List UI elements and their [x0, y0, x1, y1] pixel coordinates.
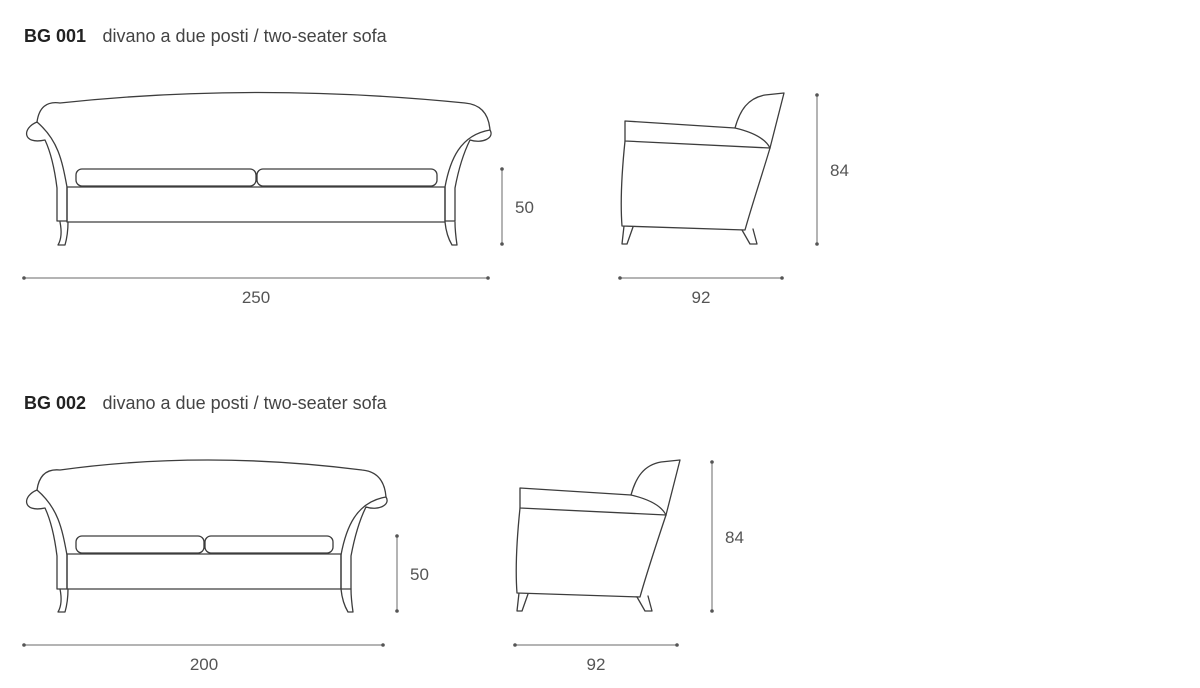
dim-height: 84 — [710, 460, 744, 613]
dim-seat-height: 50 — [500, 167, 534, 246]
left-arm — [26, 489, 68, 590]
height-label: 84 — [725, 528, 744, 547]
backrest-side — [630, 459, 681, 516]
seat-base — [66, 186, 446, 223]
left-arm — [26, 121, 68, 222]
right-arm — [444, 129, 492, 222]
depth-label: 92 — [692, 288, 711, 307]
backrest-side — [734, 92, 785, 149]
dim-height: 84 — [815, 93, 849, 246]
front-leg-side — [621, 225, 634, 245]
dim-seat-height: 50 — [395, 534, 429, 613]
seat-height-label: 50 — [410, 565, 429, 584]
right-arm — [340, 496, 388, 590]
front-view-drawing — [26, 459, 388, 613]
front-leg-left — [57, 588, 69, 613]
depth-label: 92 — [587, 655, 606, 674]
product-bg001: BG 001 divano a due posti / two-seater s… — [22, 26, 849, 307]
side-view-drawing — [620, 92, 785, 245]
product-bg002: BG 002 divano a due posti / two-seater s… — [22, 393, 744, 674]
arm-cushion-side — [624, 120, 771, 149]
seat-cushion-right — [256, 168, 438, 187]
body-side — [515, 507, 667, 598]
seat-height-label: 50 — [515, 198, 534, 217]
seat-cushion-left — [75, 535, 205, 554]
dim-width: 250 — [22, 276, 490, 307]
product-code: BG 002 divano a due posti / two-seater s… — [24, 393, 388, 413]
backrest-outline — [36, 459, 387, 498]
front-leg-left — [57, 221, 69, 246]
front-leg-right — [340, 588, 354, 613]
front-leg-right — [444, 221, 458, 246]
product-code: BG 001 divano a due posti / two-seater s… — [24, 26, 388, 46]
back-leg-side — [636, 595, 653, 612]
dim-depth: 92 — [618, 276, 784, 307]
backrest-outline — [36, 91, 491, 131]
width-label: 250 — [242, 288, 270, 307]
seat-cushion-right — [204, 535, 334, 554]
seat-base — [66, 553, 342, 590]
dim-depth: 92 — [513, 643, 679, 674]
body-side — [620, 140, 771, 231]
dim-width: 200 — [22, 643, 385, 674]
side-view-drawing — [515, 459, 681, 612]
seat-cushion-left — [75, 168, 257, 187]
front-view-drawing — [26, 91, 492, 246]
front-leg-side — [516, 592, 529, 612]
arm-cushion-side — [519, 487, 667, 516]
width-label: 200 — [190, 655, 218, 674]
height-label: 84 — [830, 161, 849, 180]
back-leg-side — [741, 228, 758, 245]
